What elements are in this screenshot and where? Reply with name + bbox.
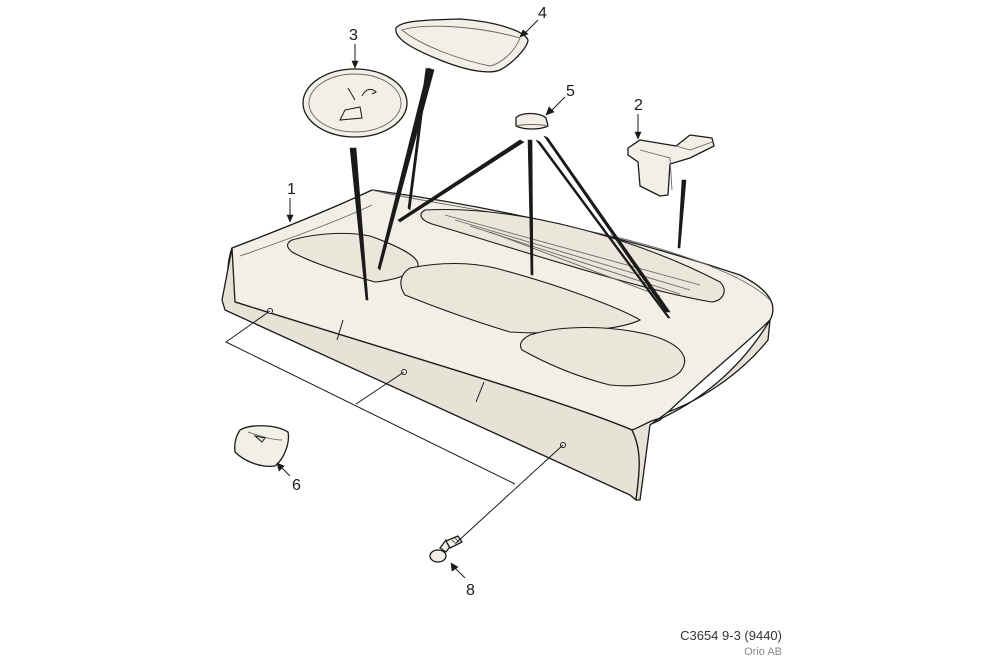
callout-8: 8 xyxy=(466,582,475,599)
callout-1: 1 xyxy=(287,181,296,198)
label-disc-part-3 xyxy=(302,68,408,138)
callout-4: 4 xyxy=(538,5,547,22)
callout-5: 5 xyxy=(566,83,575,100)
callout-3: 3 xyxy=(349,27,358,44)
bracket-part-2 xyxy=(627,134,715,197)
cap-part-5 xyxy=(515,112,549,130)
screw-part-8 xyxy=(429,535,463,563)
pad-part-4 xyxy=(395,18,529,73)
copyright-owner: Orio AB xyxy=(744,646,782,658)
cover-part-6 xyxy=(234,425,290,468)
parcel-shelf xyxy=(221,189,774,501)
diagram-reference-code: C3654 9-3 (9440) xyxy=(680,628,782,643)
leader-lines xyxy=(225,19,687,579)
callout-6: 6 xyxy=(292,477,301,494)
callout-2: 2 xyxy=(634,97,643,114)
